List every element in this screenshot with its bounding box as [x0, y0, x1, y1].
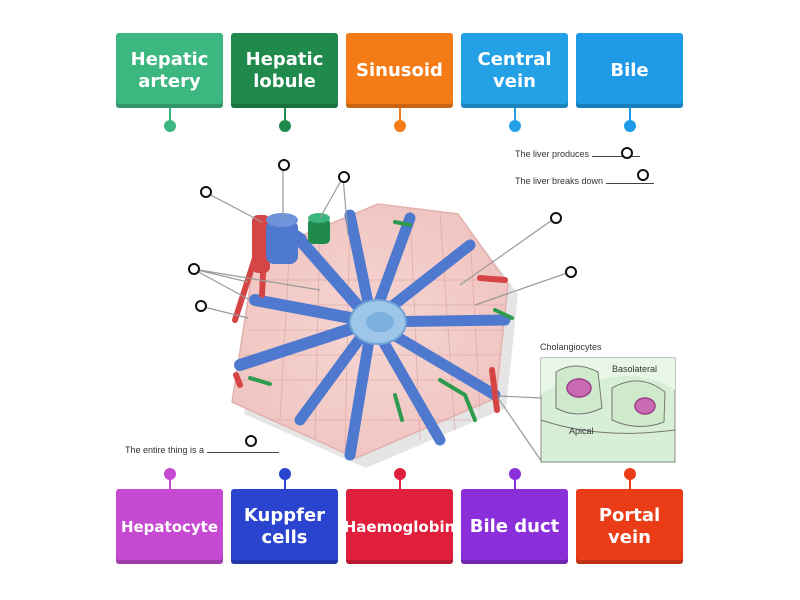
- tile-central-vein[interactable]: Central vein: [461, 33, 568, 108]
- tile-bile[interactable]: Bile: [576, 33, 683, 108]
- sentence-entire: The entire thing is a: [125, 444, 280, 455]
- drop-target-marker[interactable]: [278, 159, 290, 171]
- peg-stem: [629, 108, 631, 120]
- tile-label: Bile: [610, 59, 649, 81]
- tile-label: Haemoglobin: [343, 517, 456, 536]
- tile-label: Hepatic artery: [130, 48, 209, 92]
- drop-target-marker[interactable]: [565, 266, 577, 278]
- peg-stem: [399, 478, 401, 490]
- inset-label-basolateral: Basolateral: [612, 364, 658, 374]
- blank-line: [592, 148, 641, 157]
- drop-target-marker[interactable]: [550, 212, 562, 224]
- peg-dot[interactable]: [394, 468, 406, 480]
- sentence-text: The entire thing is a: [125, 445, 205, 455]
- peg-stem: [169, 478, 171, 490]
- tile-hepatic-artery[interactable]: Hepatic artery: [116, 33, 223, 108]
- tile-bile-duct[interactable]: Bile duct: [461, 489, 568, 564]
- tile-label: Hepatic lobule: [245, 48, 324, 92]
- drop-target-marker[interactable]: [200, 186, 212, 198]
- peg-dot[interactable]: [624, 468, 636, 480]
- peg-stem: [514, 478, 516, 490]
- peg-dot[interactable]: [279, 468, 291, 480]
- tile-sinusoid[interactable]: Sinusoid: [346, 33, 453, 108]
- peg-stem: [399, 108, 401, 120]
- peg-dot[interactable]: [164, 468, 176, 480]
- tile-label: Sinusoid: [356, 59, 443, 81]
- drop-target-marker[interactable]: [195, 300, 207, 312]
- peg-dot[interactable]: [509, 120, 521, 132]
- tile-label: Portal vein: [598, 504, 661, 548]
- drop-target-marker[interactable]: [621, 147, 633, 159]
- tile-portal-vein[interactable]: Portal vein: [576, 489, 683, 564]
- peg-dot[interactable]: [624, 120, 636, 132]
- tile-label: Hepatocyte: [120, 517, 219, 536]
- inset-label-apical: Apical: [569, 426, 594, 436]
- peg-dot[interactable]: [279, 120, 291, 132]
- blank-line: [207, 444, 280, 453]
- drop-target-marker[interactable]: [637, 169, 649, 181]
- tile-label: Bile duct: [469, 515, 560, 537]
- inset-title: Cholangiocytes: [540, 342, 602, 352]
- peg-dot[interactable]: [394, 120, 406, 132]
- peg-dot[interactable]: [164, 120, 176, 132]
- sentence-text: The liver produces: [515, 149, 590, 159]
- tile-hepatic-lobule[interactable]: Hepatic lobule: [231, 33, 338, 108]
- peg-stem: [284, 108, 286, 120]
- peg-stem: [284, 478, 286, 490]
- tile-label: Central vein: [477, 48, 552, 92]
- portal-vein-tube: [266, 220, 298, 264]
- hepatic-artery-tube: [252, 215, 270, 273]
- drop-target-marker[interactable]: [245, 435, 257, 447]
- drop-target-marker[interactable]: [338, 171, 350, 183]
- drop-target-marker[interactable]: [188, 263, 200, 275]
- peg-stem: [514, 108, 516, 120]
- peg-stem: [629, 478, 631, 490]
- tile-label: Kuppfer cells: [243, 504, 326, 548]
- sentence-produces: The liver produces: [515, 148, 641, 159]
- bile-duct-tube: [308, 218, 330, 244]
- tile-hepatocyte[interactable]: Hepatocyte: [116, 489, 223, 564]
- blank-line: [606, 175, 655, 184]
- peg-stem: [169, 108, 171, 120]
- tile-haemoglobin[interactable]: Haemoglobin: [343, 489, 456, 564]
- sentence-text: The liver breaks down: [515, 176, 604, 186]
- tile-kuppfer-cells[interactable]: Kuppfer cells: [231, 489, 338, 564]
- sentence-breaks-down: The liver breaks down: [515, 175, 655, 186]
- peg-dot[interactable]: [509, 468, 521, 480]
